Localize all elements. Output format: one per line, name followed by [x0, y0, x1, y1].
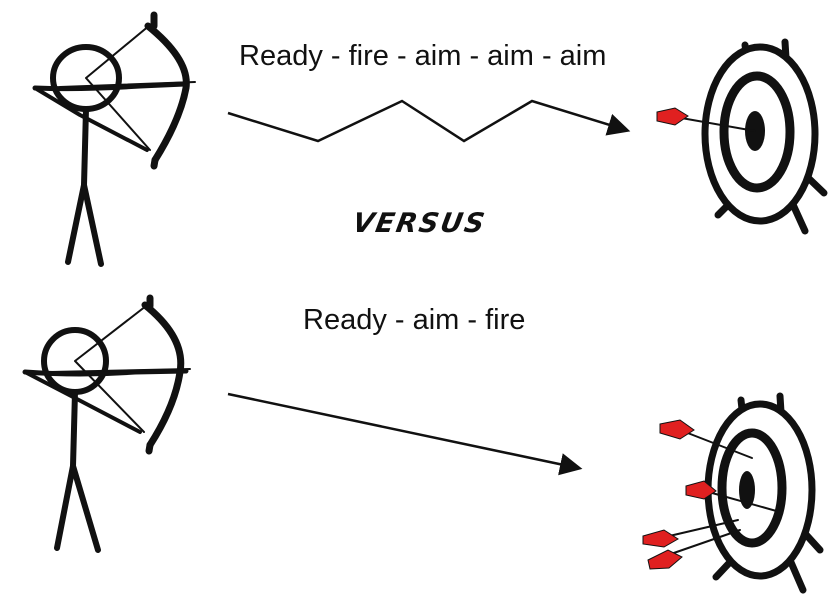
straight-arrow [227, 392, 583, 476]
caption-top: Ready - fire - aim - aim - aim [239, 40, 607, 72]
caption-bottom: Ready - aim - fire [303, 304, 526, 336]
arrow-fletchings-bottom [642, 419, 717, 570]
zigzag-arrow [227, 99, 631, 143]
archer-top [32, 11, 196, 267]
target-bottom [664, 392, 824, 594]
arrow-fletching-top [656, 107, 689, 126]
archer-bottom [22, 294, 191, 553]
versus-label: VERSUS [350, 208, 489, 239]
target-top [669, 38, 828, 235]
